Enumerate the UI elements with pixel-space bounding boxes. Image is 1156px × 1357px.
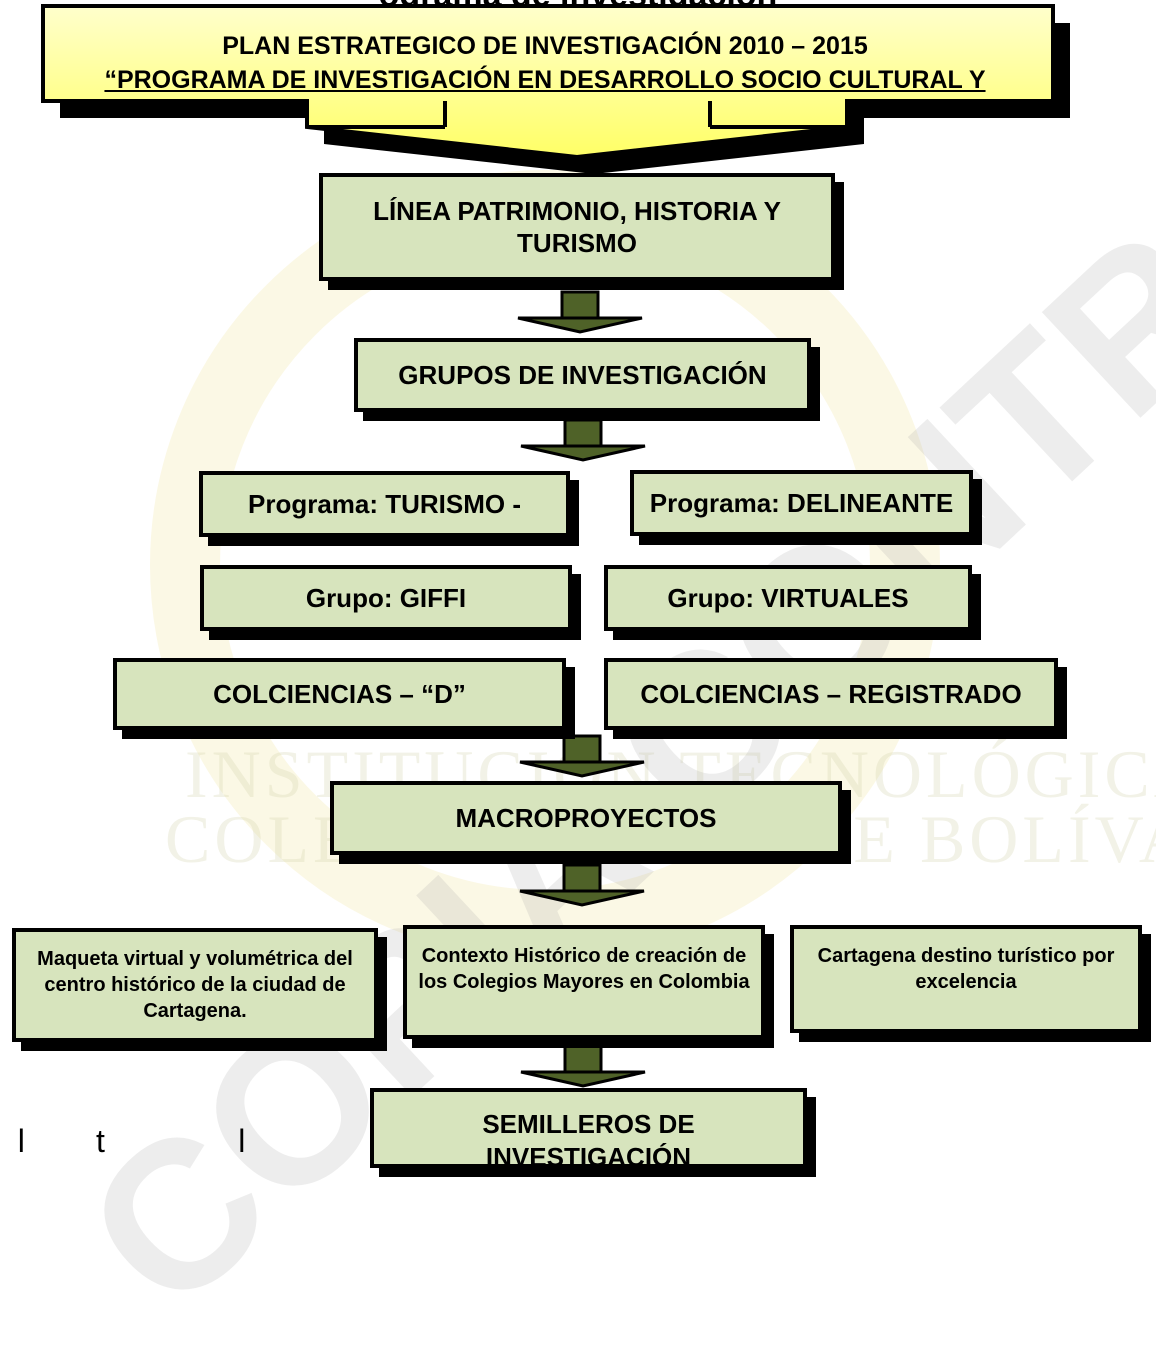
left-program-box: Programa: TURISMO - [199, 471, 570, 537]
right-category-box: COLCIENCIAS – REGISTRADO [604, 658, 1058, 730]
right-program-box: Programa: DELINEANTE [630, 470, 973, 536]
seedbeds-box: SEMILLEROS DE INVESTIGACIÓN [370, 1088, 807, 1172]
arrow-2 [520, 418, 646, 462]
groups-box: GRUPOS DE INVESTIGACIÓN [354, 338, 811, 412]
header-banner [41, 4, 1055, 160]
project-box-1: Maqueta virtual y volumétrica del centro… [12, 928, 378, 1042]
project-box-3: Cartagena destino turístico por excelenc… [790, 925, 1142, 1033]
diagram-arrows [41, 4, 1070, 1088]
macro-box: MACROPROYECTOS [330, 781, 842, 855]
arrow-5 [520, 1044, 646, 1088]
arrow-4 [519, 863, 645, 907]
header-line-1: PLAN ESTRATEGICO DE INVESTIGACIÓN 2010 –… [222, 32, 868, 60]
arrow-3 [519, 734, 645, 778]
left-group-box: Grupo: GIFFI [200, 565, 572, 631]
header-banner-text: PLAN ESTRATEGICO DE INVESTIGACIÓN 2010 –… [40, 30, 1050, 98]
right-group-box: Grupo: VIRTUALES [604, 565, 972, 631]
line-box: LÍNEA PATRIMONIO, HISTORIA Y TURISMO [319, 173, 835, 281]
arrow-1 [517, 290, 643, 334]
left-category-box: COLCIENCIAS – “D” [113, 658, 566, 730]
header-line-2: “PROGRAMA DE INVESTIGACIÓN EN DESARROLLO… [104, 65, 986, 94]
project-box-2: Contexto Histórico de creación de los Co… [403, 925, 765, 1039]
